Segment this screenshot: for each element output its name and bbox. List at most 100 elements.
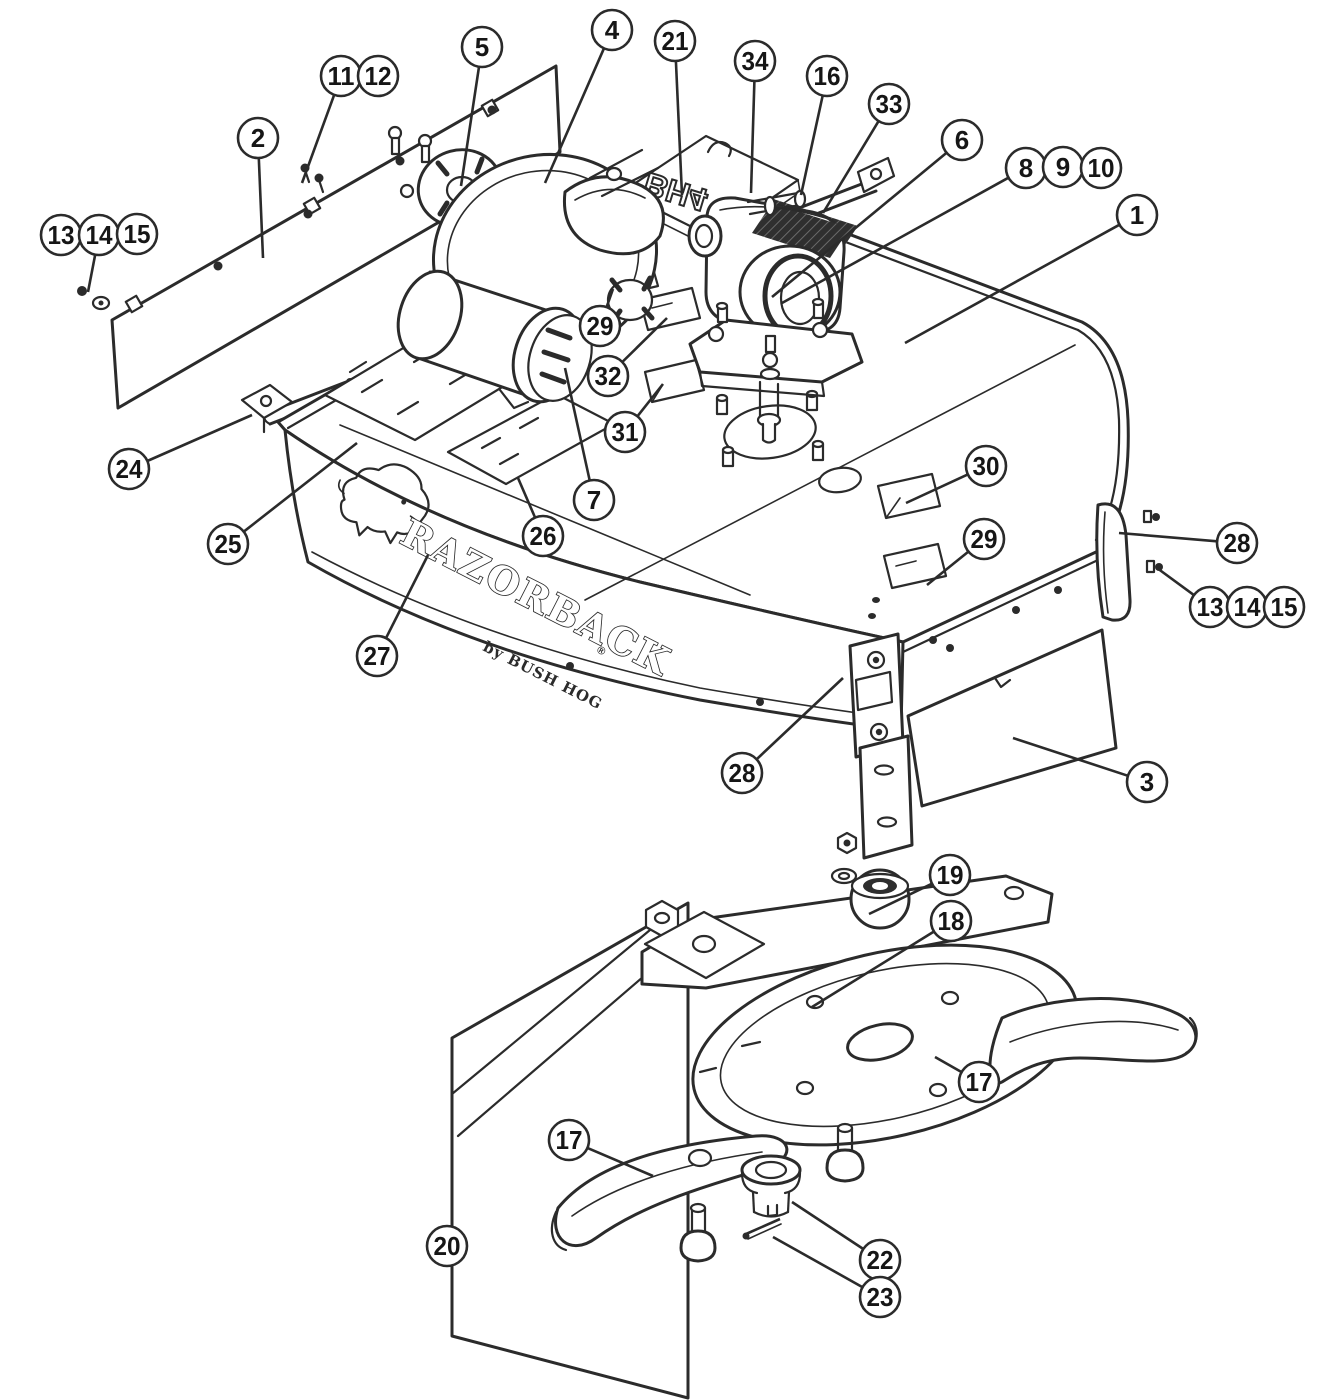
callout-33: 33 bbox=[821, 82, 911, 214]
callout-number-24: 24 bbox=[116, 454, 144, 484]
callout-32: 32 bbox=[586, 317, 668, 398]
callout-number-13: 13 bbox=[1197, 592, 1224, 622]
callout-7: 7 bbox=[563, 367, 616, 522]
leader-line-32 bbox=[621, 317, 668, 363]
leader-line-16 bbox=[799, 95, 824, 196]
leader-line-27 bbox=[384, 554, 430, 639]
callout-number-4: 4 bbox=[605, 15, 620, 45]
callout-31: 31 bbox=[603, 383, 665, 454]
callout-4: 4 bbox=[543, 8, 634, 184]
callout-19: 19 bbox=[868, 853, 972, 916]
side-bracket bbox=[848, 597, 905, 759]
razorback-hog-icon bbox=[337, 463, 430, 545]
callout-bubble-33 bbox=[867, 82, 911, 126]
callout-bubble-28 bbox=[720, 751, 764, 795]
callout-bubble-4 bbox=[590, 8, 634, 52]
leader-line-29 bbox=[605, 288, 615, 308]
callout-number-33: 33 bbox=[876, 89, 903, 119]
callout-bubble-34 bbox=[733, 39, 777, 83]
callout-bubble-12 bbox=[356, 54, 400, 98]
callout-2: 2 bbox=[236, 116, 280, 259]
leader-line-5 bbox=[459, 66, 481, 187]
callout-34: 34 bbox=[733, 39, 777, 194]
callout-bubble-32 bbox=[586, 354, 630, 398]
callout-number-10: 10 bbox=[1088, 153, 1115, 183]
callout-bubble-6 bbox=[940, 118, 984, 162]
decal-31 bbox=[643, 358, 706, 404]
callout-12: 12 bbox=[356, 54, 400, 98]
skid-bracket bbox=[830, 734, 914, 885]
callout-number-14: 14 bbox=[1234, 592, 1262, 622]
callout-number-13: 13 bbox=[48, 220, 75, 250]
callout-number-17: 17 bbox=[556, 1125, 583, 1155]
callout-number-1: 1 bbox=[1130, 200, 1144, 230]
callout-number-30: 30 bbox=[973, 451, 1000, 481]
callout-bubble-24 bbox=[107, 447, 151, 491]
callout-number-8: 8 bbox=[1019, 153, 1033, 183]
callout-number-17: 17 bbox=[966, 1067, 993, 1097]
callout-bubble-10 bbox=[1079, 146, 1123, 190]
leader-line-17 bbox=[934, 1055, 963, 1074]
callout-number-26: 26 bbox=[530, 521, 557, 551]
blade-bushing bbox=[740, 1154, 802, 1218]
callout-3: 3 bbox=[1012, 736, 1169, 804]
callout-22: 22 bbox=[791, 1200, 902, 1282]
callout-number-3: 3 bbox=[1140, 767, 1154, 797]
callout-number-19: 19 bbox=[937, 860, 964, 890]
callout-bubble-20 bbox=[425, 1224, 469, 1268]
callout-number-27: 27 bbox=[364, 641, 391, 671]
callout-bubble-1 bbox=[1115, 193, 1159, 237]
callout-number-21: 21 bbox=[662, 26, 689, 56]
callout-number-18: 18 bbox=[938, 906, 965, 936]
callout-bubble-21 bbox=[653, 19, 697, 63]
callout-number-31: 31 bbox=[612, 417, 639, 447]
callout-number-28: 28 bbox=[729, 758, 756, 788]
callout-bubble-16 bbox=[805, 54, 849, 98]
callout-number-5: 5 bbox=[475, 32, 489, 62]
callout-bubble-29 bbox=[962, 517, 1006, 561]
callout-bubble-19 bbox=[928, 853, 972, 897]
leader-line-8 bbox=[781, 176, 1010, 305]
callout-20: 20 bbox=[425, 1224, 469, 1268]
callout-number-14: 14 bbox=[86, 220, 114, 250]
callout-number-12: 12 bbox=[365, 61, 392, 91]
leader-line-13 bbox=[1156, 566, 1195, 597]
callout-number-11: 11 bbox=[328, 61, 355, 91]
callout-24: 24 bbox=[107, 413, 253, 491]
leader-line-19 bbox=[868, 882, 933, 916]
roll-pin bbox=[742, 1217, 782, 1240]
leader-line-1 bbox=[904, 223, 1121, 345]
leader-line-33 bbox=[821, 120, 880, 214]
callout-26: 26 bbox=[516, 477, 565, 558]
callout-17: 17 bbox=[934, 1055, 1001, 1104]
shaft-guard-cylinder bbox=[396, 269, 593, 410]
leader-line-24 bbox=[146, 413, 253, 463]
callout-30: 30 bbox=[905, 444, 1008, 505]
leader-line-34 bbox=[749, 80, 756, 194]
leader-line-23 bbox=[772, 1235, 864, 1289]
dome-bracket-arm bbox=[588, 148, 660, 198]
callout-28: 28 bbox=[720, 677, 844, 795]
callout-23: 23 bbox=[772, 1235, 902, 1319]
callout-number-25: 25 bbox=[215, 529, 242, 559]
leader-line-25 bbox=[242, 441, 358, 533]
callout-27: 27 bbox=[355, 554, 430, 678]
callout-number-23: 23 bbox=[867, 1282, 894, 1312]
callout-number-15: 15 bbox=[124, 219, 151, 249]
callout-bubble-29 bbox=[578, 304, 622, 348]
callout-29: 29 bbox=[926, 517, 1006, 587]
blade-bolt-left bbox=[679, 1202, 717, 1263]
deck-top-plate: BH4 bbox=[620, 134, 801, 251]
leader-line-29 bbox=[926, 550, 970, 587]
callout-bubble-31 bbox=[603, 410, 647, 454]
callout-18: 18 bbox=[811, 899, 973, 1009]
callout-10: 10 bbox=[1079, 146, 1123, 190]
callout-bubble-26 bbox=[521, 514, 565, 558]
leader-line-28 bbox=[755, 677, 844, 761]
callout-15: 15 bbox=[1262, 585, 1306, 629]
leader-line-17 bbox=[586, 1146, 654, 1178]
callout-number-15: 15 bbox=[1271, 592, 1298, 622]
callout-number-29: 29 bbox=[971, 524, 998, 554]
